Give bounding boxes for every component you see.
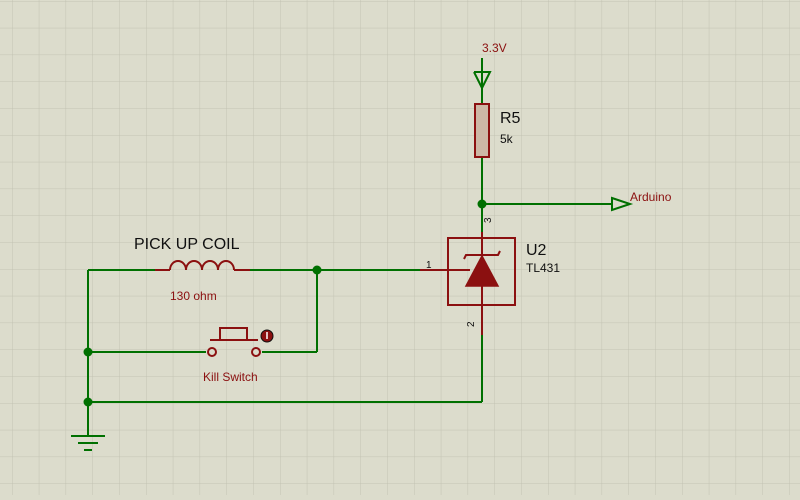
arduino-terminal[interactable]: Arduino <box>611 190 672 212</box>
resistor-body <box>474 103 490 158</box>
kill-switch[interactable]: Kill Switch <box>203 327 274 384</box>
pickup-coil[interactable]: PICK UP COIL 130 ohm <box>134 236 250 303</box>
zener-triangle-icon <box>464 254 500 287</box>
power-arrow-icon <box>473 71 492 91</box>
resistor-value: 5k <box>500 132 514 146</box>
power-terminal[interactable]: 3.3V <box>473 41 507 91</box>
output-arrow-icon <box>611 196 634 212</box>
resistor-r5[interactable]: R5 5k <box>474 103 521 158</box>
switch-contact-right <box>251 347 261 357</box>
coil-value: 130 ohm <box>170 289 217 303</box>
switch-button-icon <box>219 327 248 341</box>
wires <box>87 88 612 436</box>
arduino-label: Arduino <box>630 190 672 204</box>
u2-part: TL431 <box>526 261 560 275</box>
u2-pin2-number: 2 <box>466 321 477 327</box>
power-label: 3.3V <box>482 41 507 55</box>
u2-pin3-number: 3 <box>483 217 494 223</box>
ground-icon[interactable] <box>71 435 105 451</box>
coil-name: PICK UP COIL <box>134 236 240 253</box>
zener-cathode-bar <box>463 250 501 260</box>
kill-switch-label: Kill Switch <box>203 370 258 384</box>
u2-ref: U2 <box>526 242 547 259</box>
junction-dot <box>312 265 322 275</box>
coil-inductor-icon <box>169 260 235 271</box>
junction-dot <box>83 397 93 407</box>
regulator-u2[interactable]: 3 2 1 U2 TL431 <box>420 217 560 335</box>
resistor-ref: R5 <box>500 110 521 127</box>
junction-dot <box>83 347 93 357</box>
junctions <box>83 199 487 407</box>
switch-contact-left <box>207 347 217 357</box>
u2-pin1-number: 1 <box>426 260 432 271</box>
junction-dot <box>477 199 487 209</box>
